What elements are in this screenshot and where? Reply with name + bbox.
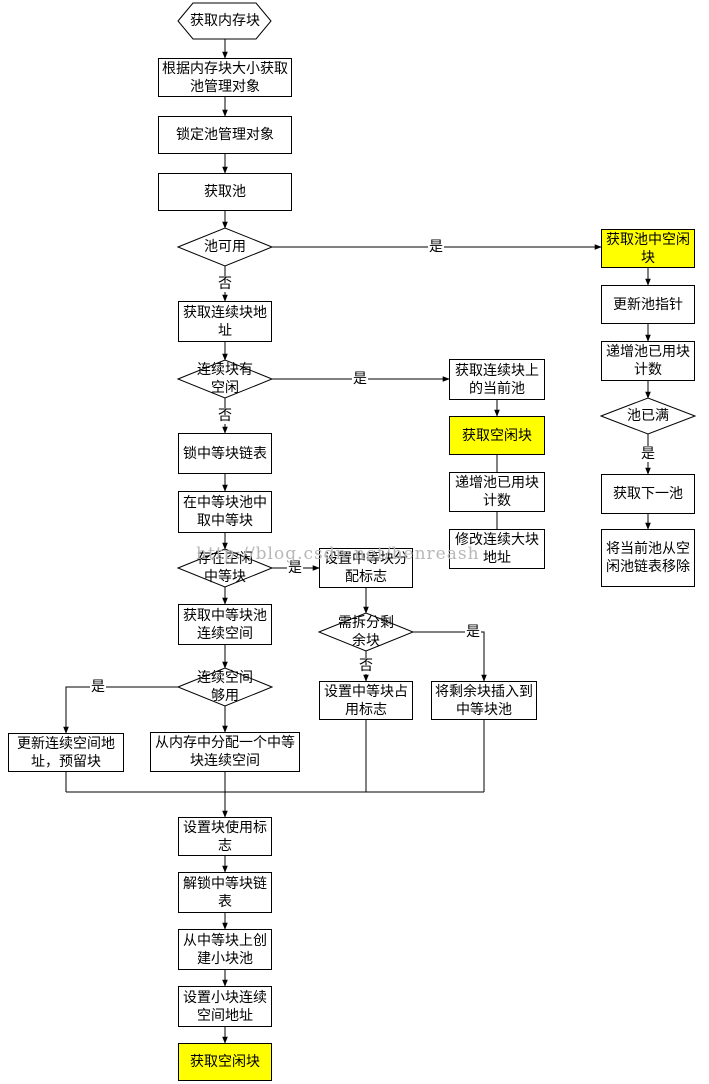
create-small-pool-box: 从中等块上创建小块池 xyxy=(178,929,272,970)
remove-pool-from-free-list-box: 将当前池从空闲池链表移除 xyxy=(601,529,695,587)
start-hexagon-shape xyxy=(177,2,272,40)
get-free-block-in-pool-box: 获取池中空闲块 xyxy=(601,229,695,268)
get-continuous-block-address-box: 获取连续块地址 xyxy=(178,301,272,342)
increment-pool-used-box-2: 递增池已用块计数 xyxy=(449,472,545,512)
get-next-pool-box: 获取下一池 xyxy=(601,474,695,514)
allocate-medium-from-memory-box: 从内存中分配一个中等块连续空间 xyxy=(150,732,300,772)
yes-label-cont-space-enough: 是 xyxy=(90,679,106,695)
pool-full-decision: 池已满 xyxy=(627,408,669,424)
cont-space-enough-diamond-shape xyxy=(176,667,274,707)
modify-continuous-address-box: 修改连续大块地址 xyxy=(449,529,545,569)
get-free-block-final-box: 获取空闲块 xyxy=(178,1043,272,1081)
set-block-used-flag-box: 设置块使用标志 xyxy=(178,817,272,856)
get-medium-pool-space-box: 获取中等块池连续空间 xyxy=(178,604,272,645)
get-pool-box: 获取池 xyxy=(158,173,292,211)
no-label-cont-block-free: 否 xyxy=(217,408,233,424)
pool-full-diamond-shape xyxy=(599,397,697,435)
watermark: http://blog.csdn.net/henreash xyxy=(196,544,480,564)
pool-available-decision: 池可用 xyxy=(204,239,246,255)
increment-pool-used-box-1: 递增池已用块计数 xyxy=(601,341,695,381)
free-medium-block-exists-decision: 存在空闲中等块 xyxy=(197,551,253,585)
update-pool-pointer-box: 更新池指针 xyxy=(601,285,695,324)
yes-label-pool-full: 是 xyxy=(640,446,656,462)
get-free-block-box-2: 获取空闲块 xyxy=(449,416,545,455)
insert-remainder-box: 将剩余块插入到中等块池 xyxy=(431,681,537,720)
take-medium-block-box: 在中等块池中取中等块 xyxy=(178,491,272,533)
start-node: 获取内存块 xyxy=(190,13,260,29)
update-continuous-space-box: 更新连续空间地址，预留块 xyxy=(8,733,124,772)
yes-label-free-mid-exists: 是 xyxy=(287,560,303,576)
lock-pool-manager-box: 锁定池管理对象 xyxy=(158,116,292,154)
yes-label-pool-available: 是 xyxy=(428,239,444,255)
set-medium-used-flag-box: 设置中等块占用标志 xyxy=(319,681,413,720)
no-label-pool-available: 否 xyxy=(217,276,233,292)
no-label-need-split: 否 xyxy=(358,658,374,674)
continuous-space-enough-decision: 连续空间够用 xyxy=(197,670,253,704)
yes-label-need-split: 是 xyxy=(465,624,481,640)
get-pool-manager-box: 根据内存块大小获取池管理对象 xyxy=(158,58,292,97)
continuous-block-free-decision: 连续块有空闲 xyxy=(197,362,253,396)
unlock-medium-block-list-box: 解锁中等块链表 xyxy=(178,872,272,913)
lock-medium-block-list-box: 锁中等块链表 xyxy=(178,433,272,474)
yes-label-cont-block-free: 是 xyxy=(352,371,368,387)
set-small-space-address-box: 设置小块连续空间地址 xyxy=(178,986,272,1027)
set-medium-alloc-flag-box: 设置中等块分配标志 xyxy=(319,548,413,588)
need-split-decision: 需拆分剩余块 xyxy=(338,615,394,649)
get-current-pool-box: 获取连续块上的当前池 xyxy=(449,359,545,400)
